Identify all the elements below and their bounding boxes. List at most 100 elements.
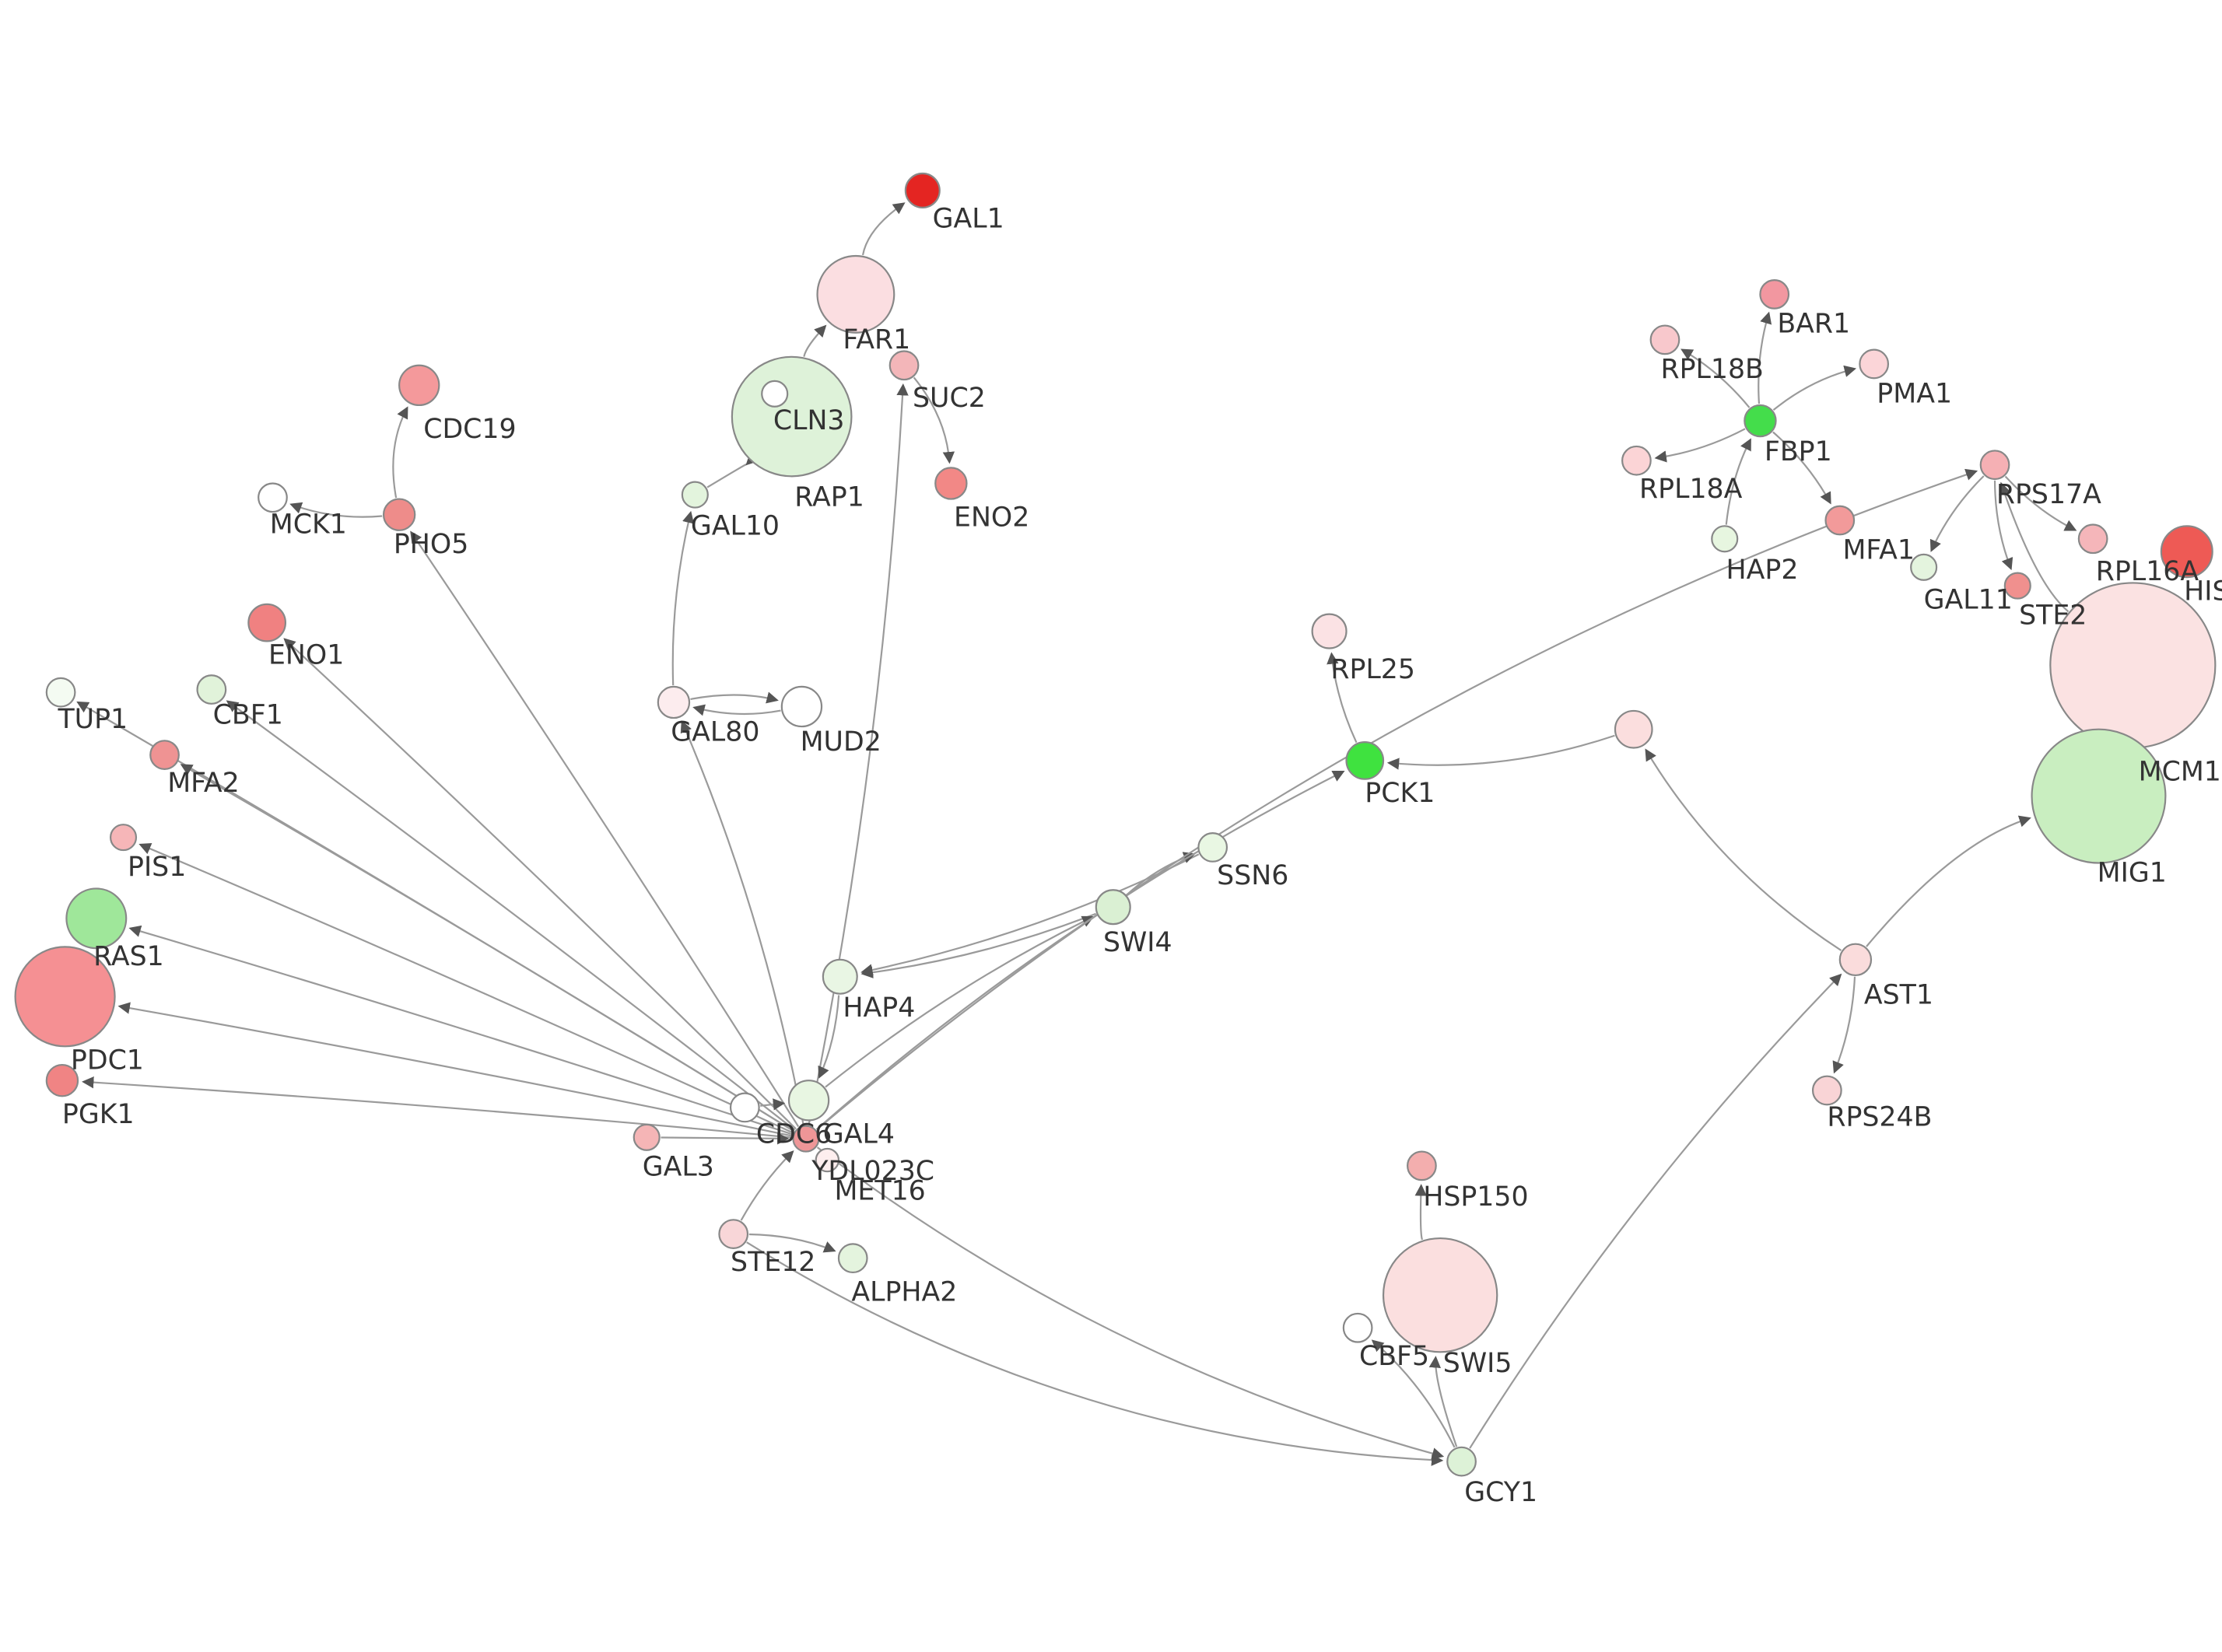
node-PDC1[interactable] [14,946,116,1048]
node-RPL18A[interactable] [1621,445,1652,476]
edge-GAL4-GCY1 [816,1146,1445,1460]
node-label-ENO1: ENO1 [268,640,344,671]
node-label-ENO2: ENO2 [954,502,1029,533]
node-label-PIS1: PIS1 [128,852,186,883]
node-label-RPL25: RPL25 [1330,654,1415,685]
node-SWI5[interactable] [1382,1237,1498,1353]
node-CLN3[interactable] [761,380,789,408]
node-FAR1[interactable] [816,254,895,334]
node-label-MFA1: MFA1 [1842,534,1915,565]
node-HIS4[interactable] [2160,525,2213,579]
edge-GAL3-GAL4 [661,1132,790,1145]
node-STE12[interactable] [718,1219,749,1249]
node-N1[interactable] [1614,709,1653,749]
node-label-MCM1: MCM1 [2139,757,2221,788]
node-label-CBF1: CBF1 [213,699,283,730]
node-CBF5[interactable] [1342,1312,1373,1343]
node-GAL3[interactable] [633,1123,661,1151]
edge-YDL023C-SWI4 [825,915,1095,1088]
edge-SWI4-HAP4 [860,912,1097,978]
node-label-SSN6: SSN6 [1217,860,1288,891]
node-label-GAL11: GAL11 [1924,584,2013,615]
node-HAP4[interactable] [822,958,858,995]
node-label-TUP1: TUP1 [57,704,128,735]
node-FBP1[interactable] [1744,404,1777,438]
node-TUP1[interactable] [45,677,76,708]
node-GCY1[interactable] [1446,1446,1477,1477]
node-BAR1[interactable] [1759,278,1790,310]
edge-FBP1-BAR1 [1758,311,1772,404]
edges-layer [76,202,2077,1466]
edge-GAL10-RAP1 [706,453,759,488]
edge-GAL4-GAL80 [680,720,804,1125]
node-MIG1[interactable] [2031,728,2167,864]
node-label-MIG1: MIG1 [2098,857,2167,888]
edge-AST1-RPS24B [1832,976,1856,1074]
node-RAS1[interactable] [65,887,128,950]
edge-SUC2-ENO2 [913,376,955,464]
node-HSP150[interactable] [1407,1150,1437,1181]
node-PHO5[interactable] [382,498,416,531]
node-label-HSP150: HSP150 [1423,1181,1528,1213]
node-RPL25[interactable] [1311,613,1348,649]
node-GAL10[interactable] [681,481,709,509]
node-GAL1[interactable] [904,172,941,208]
node-RPL16A[interactable] [2077,523,2108,555]
node-label-GAL4: GAL4 [823,1119,895,1150]
node-label-RPL16A: RPL16A [2096,556,2199,587]
node-ALPHA2[interactable] [837,1243,868,1274]
labels-layer: GAL1FAR1SUC2RAP1CLN3ENO2GAL10CDC19MCK1PH… [57,203,2222,1508]
edge-STE12-GCY1 [746,1241,1444,1466]
node-MFA2[interactable] [149,740,180,770]
node-SUC2[interactable] [888,350,920,381]
node-RAP1[interactable] [731,355,853,478]
edge-GAL4-PGK1 [82,1076,792,1139]
node-AST1[interactable] [1838,943,1873,977]
edge-STE12-GAL4 [740,1150,794,1221]
node-label-GAL80: GAL80 [671,716,759,747]
edge-AST1-N1 [1645,748,1842,951]
node-YDL023C[interactable] [787,1080,830,1122]
node-label-GAL10: GAL10 [691,510,780,541]
edge-AST1-MIG1 [1866,815,2031,947]
node-STE2[interactable] [2003,572,2031,600]
node-label-CDC19: CDC19 [423,414,516,445]
node-CDC6[interactable] [729,1092,760,1123]
node-label-RPS24B: RPS24B [1827,1102,1932,1133]
node-PIS1[interactable] [109,824,138,852]
node-GAL4[interactable] [792,1125,820,1153]
edge-GAL80-MUD2 [690,691,779,704]
node-label-AST1: AST1 [1864,979,1933,1010]
node-label-PMA1: PMA1 [1877,378,1952,409]
node-GAL80[interactable] [657,685,691,719]
node-SSN6[interactable] [1197,832,1228,863]
node-CDC19[interactable] [398,364,440,407]
edge-MUD2-GAL80 [692,704,781,716]
edge-GAL4-PDC1 [117,1002,793,1137]
node-label-GAL3: GAL3 [643,1152,714,1183]
node-PMA1[interactable] [1859,348,1890,380]
node-CBF1[interactable] [196,674,227,705]
node-PCK1[interactable] [1345,741,1385,780]
node-MET16[interactable] [815,1147,840,1173]
node-label-RAP1: RAP1 [794,482,864,513]
edge-GAL4-PIS1 [138,842,794,1134]
edge-FBP1-PMA1 [1772,365,1857,411]
node-HAP2[interactable] [1711,525,1739,553]
node-PGK1[interactable] [45,1063,79,1097]
node-label-SWI4: SWI4 [1103,927,1172,958]
node-MCK1[interactable] [258,482,288,513]
node-MFA1[interactable] [1824,505,1856,536]
node-RPL18B[interactable] [1649,324,1681,355]
node-RPS24B[interactable] [1811,1075,1842,1106]
node-SWI4[interactable] [1095,889,1131,926]
edge-GAL4-PHO5 [410,530,800,1128]
node-RPS17A[interactable] [1979,450,2010,481]
node-ENO2[interactable] [934,467,968,500]
edge-FBP1-RPL18B [1681,348,1751,408]
node-MUD2[interactable] [780,685,823,728]
edge-MCM1-RPS17A [1999,481,2070,613]
node-GAL11[interactable] [1910,553,1938,581]
node-ENO1[interactable] [247,603,287,642]
